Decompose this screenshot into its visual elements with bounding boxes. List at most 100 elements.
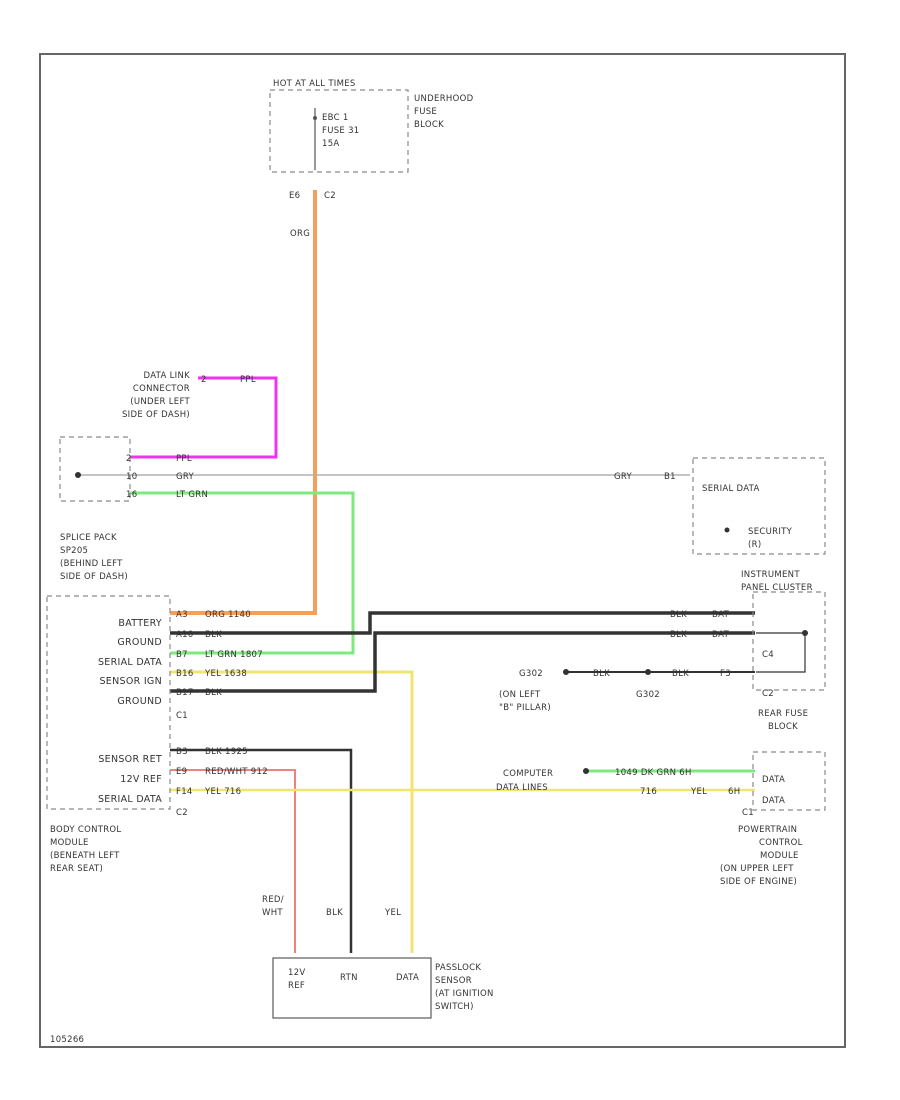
ground-g1: G302: [519, 669, 543, 679]
ground-g1-line1: (ON LEFT: [499, 690, 541, 700]
bcm-label-serial-2: SERIAL DATA: [98, 794, 162, 805]
bcm-pin2-2: E9: [176, 767, 187, 777]
computer-data-label-2: DATA LINES: [496, 783, 548, 793]
ipc-conn-1: C4: [762, 650, 774, 660]
security-dot: [724, 527, 730, 533]
pcm-wire-yel: YEL: [690, 787, 707, 797]
pcm-dot: [583, 768, 589, 774]
bcm-pin-5: B17: [176, 688, 194, 698]
fuse-label-2: FUSE 31: [322, 126, 360, 136]
wire-red: [170, 769, 296, 953]
bcm-label-sensor-ign: SENSOR IGN: [99, 676, 162, 687]
pcm-conn: C1: [742, 808, 754, 818]
underhood-label-1: UNDERHOOD: [414, 94, 474, 104]
ipc-name-2: PANEL CLUSTER: [741, 583, 813, 593]
ground-dot-2: [645, 669, 651, 675]
bcm-box: [46, 595, 171, 810]
ipc-wire-1: BLK: [670, 610, 687, 620]
underhood-label-3: BLOCK: [414, 120, 444, 130]
ground-g1-line2: "B" PILLAR): [499, 703, 551, 713]
wire-orange: [170, 190, 317, 615]
ipc-conn-2: C2: [762, 689, 774, 699]
dlc-wire: PPL: [240, 375, 256, 385]
bcm-label-sensor-ret: SENSOR RET: [98, 754, 162, 765]
ipc-pin-1: BAT: [712, 610, 730, 620]
bcm-pin2-3: F14: [176, 787, 193, 797]
rear-fuse-1: REAR FUSE: [758, 709, 808, 719]
ground-wire-1: BLK: [593, 669, 610, 679]
fuse-label-1: EBC 1: [322, 113, 349, 123]
dlc-label-4: SIDE OF DASH): [122, 410, 190, 420]
splice-dot: [75, 472, 81, 478]
pcm-name-1: POWERTRAIN: [738, 825, 797, 835]
splice-pin-1: 2: [126, 454, 132, 464]
pcm-name-2: CONTROL: [759, 838, 803, 848]
dlc-pin: 2: [201, 375, 207, 385]
underhood-label-2: FUSE: [414, 107, 437, 117]
bcm-conn-1: C1: [176, 711, 188, 721]
ipc-pin-3: F3: [720, 669, 731, 679]
security-wire: GRY: [614, 472, 633, 482]
wire-yellow-ign: [170, 670, 414, 953]
pcm-pin: 6H: [728, 787, 740, 797]
pcm-wire-green: 1049 DK GRN 6H: [615, 768, 692, 778]
ipc-name-1: INSTRUMENT: [741, 570, 800, 580]
ground-wire-2: BLK: [672, 669, 689, 679]
pcm-data-1: DATA: [762, 775, 785, 785]
bcm-label-serial: SERIAL DATA: [98, 657, 162, 668]
splice-label-4: SIDE OF DASH): [60, 572, 128, 582]
splice-label-1: SPLICE PACK: [60, 533, 117, 543]
splice-pin-2: 10: [126, 472, 137, 482]
diagram-frame: [39, 53, 846, 1048]
ipc-box: [752, 591, 826, 691]
splice-wire-2: GRY: [176, 472, 195, 482]
fuse-conn: C2: [324, 191, 336, 201]
fuse-label-3: 15A: [322, 139, 340, 149]
bcm-pin-1: A3: [176, 610, 188, 620]
bcm-wire-4: YEL 1638: [204, 669, 247, 679]
sensor-wire-red-1: RED/: [262, 895, 284, 905]
bcm-pin-4: B16: [176, 669, 194, 679]
sensor-term-ref: REF: [288, 981, 305, 991]
ipc-pin-2: BAT: [712, 630, 730, 640]
security-fuse-1: SECURITY: [748, 527, 793, 537]
wire-black-sensor: [170, 748, 353, 953]
sensor-name-3: (AT IGNITION: [435, 989, 494, 999]
pcm-name-3: MODULE: [760, 851, 799, 861]
bcm-name-2: MODULE: [50, 838, 89, 848]
underhood-fuse-box: [269, 89, 409, 173]
bcm-label-battery: BATTERY: [118, 618, 162, 629]
splice-wire-1: PPL: [176, 454, 192, 464]
splice-label-2: SP205: [60, 546, 88, 556]
security-pin: B1: [664, 472, 676, 482]
sensor-name-4: SWITCH): [435, 1002, 474, 1012]
ipc-internal-line: [756, 632, 806, 673]
bcm-pin-2: A10: [176, 630, 194, 640]
bcm-wire-2: BLK: [205, 630, 222, 640]
pcm-name-5: SIDE OF ENGINE): [720, 877, 797, 887]
sensor-wire-red-2: WHT: [262, 908, 283, 918]
sensor-name-1: PASSLOCK: [435, 963, 481, 973]
computer-data-label-1: COMPUTER: [503, 769, 553, 779]
fuse-pin: E6: [289, 191, 300, 201]
security-fuse-2: (R): [748, 540, 761, 550]
security-box: [692, 457, 826, 555]
sensor-term-12v: 12V: [288, 968, 306, 978]
ipc-dot: [802, 630, 808, 636]
sensor-term-data: DATA: [396, 973, 419, 983]
bcm-name-1: BODY CONTROL: [50, 825, 121, 835]
diagram-code: 105266: [50, 1035, 84, 1045]
fuse-dot: [313, 116, 317, 120]
passlock-sensor-box: [272, 957, 432, 1019]
security-serial-label: SERIAL DATA: [702, 484, 760, 494]
bcm-name-4: REAR SEAT): [50, 864, 103, 874]
bcm-wire-1: ORG 1140: [205, 610, 251, 620]
power-label: HOT AT ALL TIMES: [273, 79, 356, 89]
sensor-wire-yel: YEL: [384, 908, 401, 918]
dlc-label-3: (UNDER LEFT: [130, 397, 190, 407]
ground-g2: G302: [636, 690, 660, 700]
bcm-wire2-2: RED/WHT 912: [205, 767, 268, 777]
pcm-box: [752, 751, 826, 811]
bcm-wire2-1: BLK 1925: [205, 747, 248, 757]
